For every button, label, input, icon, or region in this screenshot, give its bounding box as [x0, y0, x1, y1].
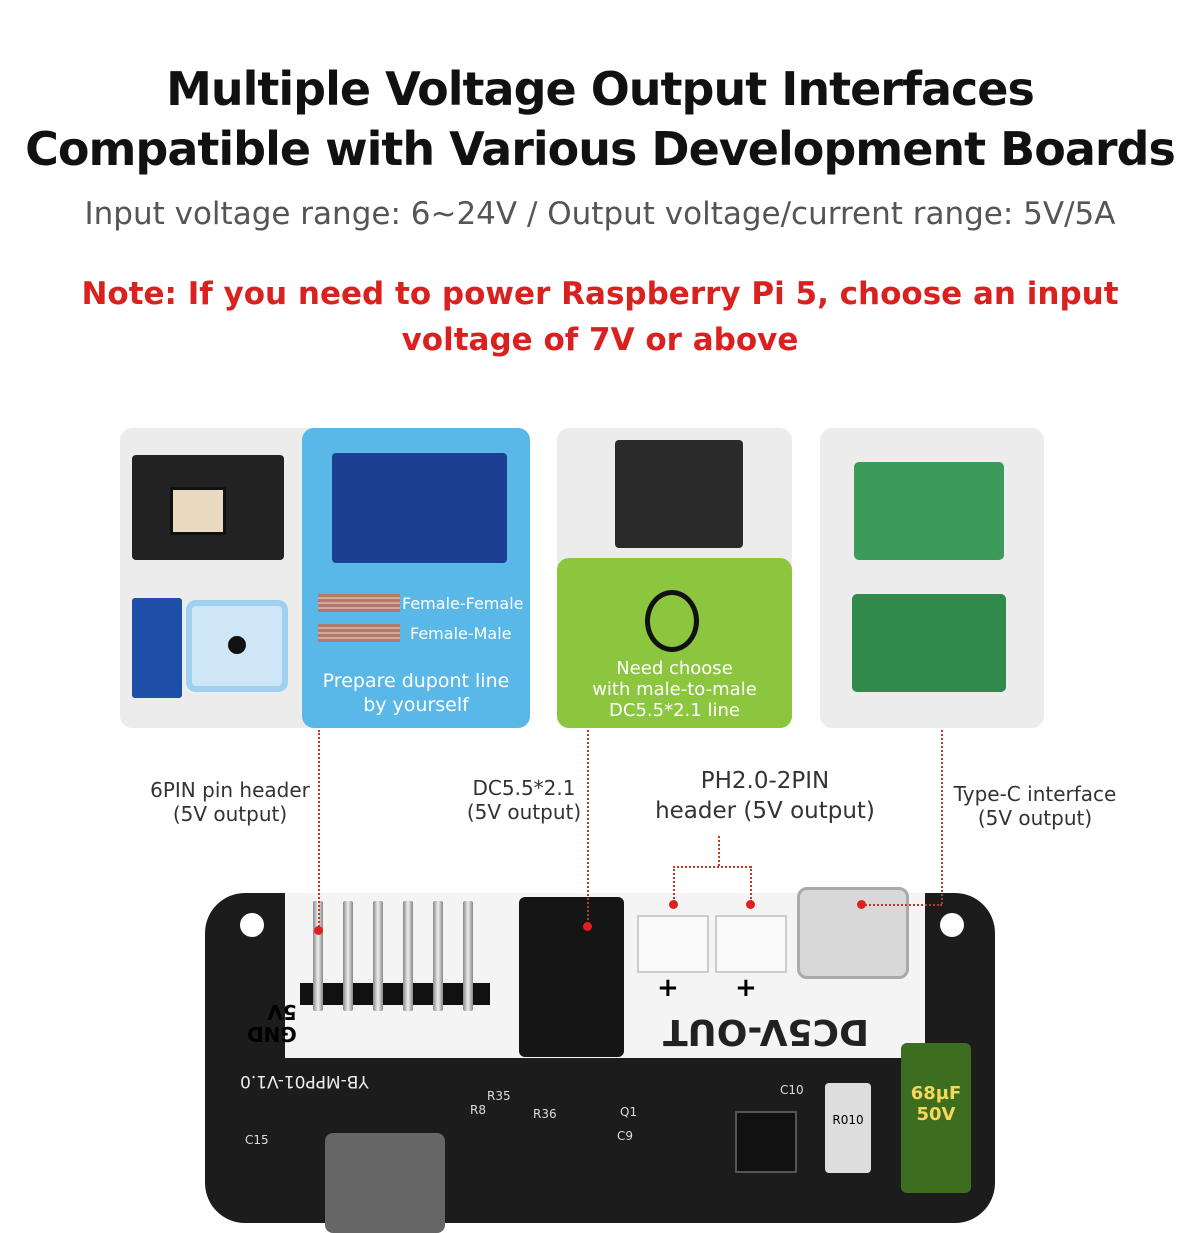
typec-port — [797, 887, 909, 979]
dc-jack — [519, 897, 624, 1057]
arduino-board-image — [332, 453, 507, 563]
raspberry-pi-5-image — [854, 462, 1004, 560]
lcd-board-image — [132, 455, 284, 560]
cable-fm-label: Female-Male — [410, 624, 512, 643]
dc-caption-1: Need choose — [616, 658, 733, 679]
dc-caption-3: DC5.5*2.1 line — [609, 700, 740, 721]
dupont-cable-ff-image — [318, 594, 400, 612]
panel-dupont: Female-Female Female-Male Prepare dupont… — [302, 428, 530, 728]
inductor — [325, 1133, 445, 1233]
ph20-connector-2 — [715, 915, 787, 973]
cable-ff-label: Female-Female — [402, 594, 524, 613]
label-6pin: 6PIN pin header(5V output) — [150, 778, 310, 826]
dc-caption-2: with male-to-male — [592, 679, 757, 700]
capacitor: 68µF 50V — [901, 1043, 971, 1193]
ic-chip — [735, 1111, 797, 1173]
silk-dc5v-out: DC5V-OUT — [663, 1011, 869, 1052]
title-line-2: Compatible with Various Development Boar… — [25, 122, 1176, 176]
dupont-caption-2: by yourself — [363, 694, 469, 716]
label-dc: DC5.5*2.1(5V output) — [466, 776, 582, 824]
pin-header — [313, 901, 473, 1011]
jetson-board-image — [615, 440, 743, 548]
dupont-cable-fm-image — [318, 624, 400, 642]
title-line-1: Multiple Voltage Output Interfaces — [166, 62, 1035, 116]
panel-raspberry-pi — [820, 428, 1044, 728]
stm32-board-image — [132, 598, 182, 698]
label-typec: Type-C interface(5V output) — [953, 782, 1117, 830]
subtitle: Input voltage range: 6~24V / Output volt… — [84, 196, 1116, 232]
shunt-resistor: R010 — [825, 1083, 871, 1173]
dc-cable-icon — [645, 590, 699, 652]
ph20-connector-1 — [637, 915, 709, 973]
panel-dc-cable: Need choose with male-to-male DC5.5*2.1 … — [557, 428, 792, 728]
silk-5v: 5V — [267, 1000, 297, 1024]
note-line-1: Note: If you need to power Raspberry Pi … — [81, 276, 1119, 312]
silk-gnd: GND — [247, 1022, 297, 1046]
dupont-caption-1: Prepare dupont line — [322, 670, 510, 692]
note-line-2: voltage of 7V or above — [401, 322, 799, 358]
camera-module-image — [186, 600, 288, 692]
raspberry-pi-4-image — [852, 594, 1006, 692]
silk-model: YB-MPP01-V1.0 — [240, 1071, 369, 1091]
